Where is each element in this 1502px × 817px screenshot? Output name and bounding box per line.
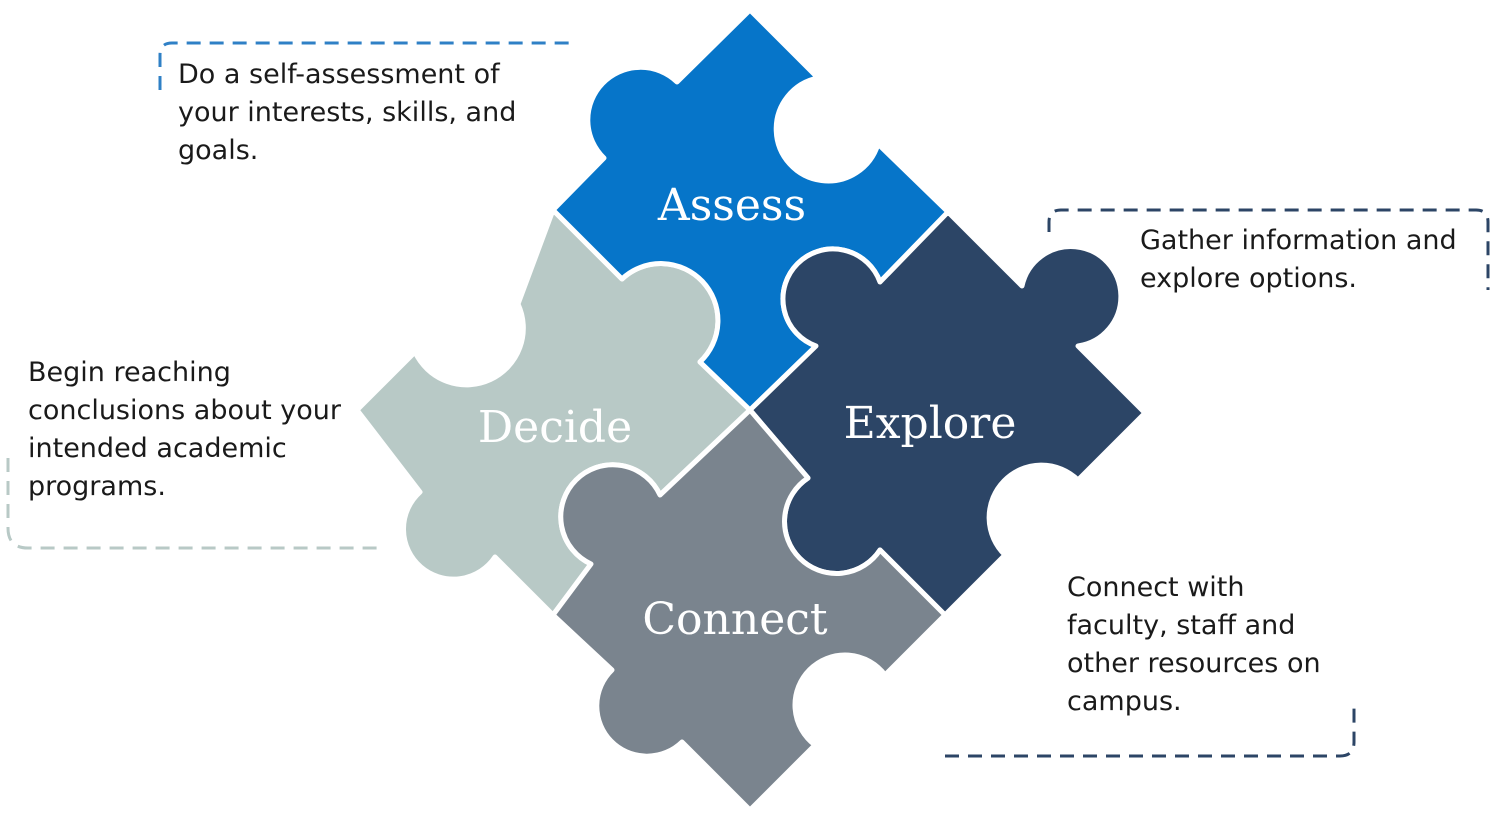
callout-bracket-assess bbox=[158, 41, 575, 90]
callout-line: conclusions about your bbox=[28, 395, 341, 426]
callout-line: campus. bbox=[1067, 686, 1182, 717]
callout-text-explore: Gather information and explore options. bbox=[1140, 222, 1457, 298]
callout-line: Do a self-assessment of bbox=[178, 59, 500, 90]
callout-line: faculty, staff and bbox=[1067, 610, 1296, 641]
callout-line: programs. bbox=[28, 471, 166, 502]
callout-line: explore options. bbox=[1140, 263, 1358, 294]
callout-bracket-connect bbox=[945, 700, 1356, 758]
callout-text-decide: Begin reaching conclusions about your in… bbox=[28, 354, 341, 506]
callout-line: goals. bbox=[178, 135, 259, 166]
callout-bracket-explore bbox=[1047, 208, 1490, 290]
callout-line: Gather information and bbox=[1140, 225, 1457, 256]
puzzle-label-explore: Explore bbox=[844, 398, 1017, 449]
callout-line: other resources on bbox=[1067, 648, 1321, 679]
puzzle-label-connect: Connect bbox=[642, 594, 828, 645]
callout-text-assess: Do a self-assessment of your interests, … bbox=[178, 56, 516, 170]
puzzle-piece-connect bbox=[550, 407, 948, 813]
callout-line: Connect with bbox=[1067, 572, 1245, 603]
callout-line: your interests, skills, and bbox=[178, 97, 517, 128]
callout-text-connect: Connect with faculty, staff and other re… bbox=[1067, 569, 1321, 721]
puzzle-label-decide: Decide bbox=[478, 402, 632, 453]
callout-line: intended academic bbox=[28, 433, 287, 464]
callout-bracket-decide bbox=[6, 458, 380, 550]
puzzle-label-assess: Assess bbox=[657, 180, 806, 231]
callout-line: Begin reaching bbox=[28, 357, 231, 388]
